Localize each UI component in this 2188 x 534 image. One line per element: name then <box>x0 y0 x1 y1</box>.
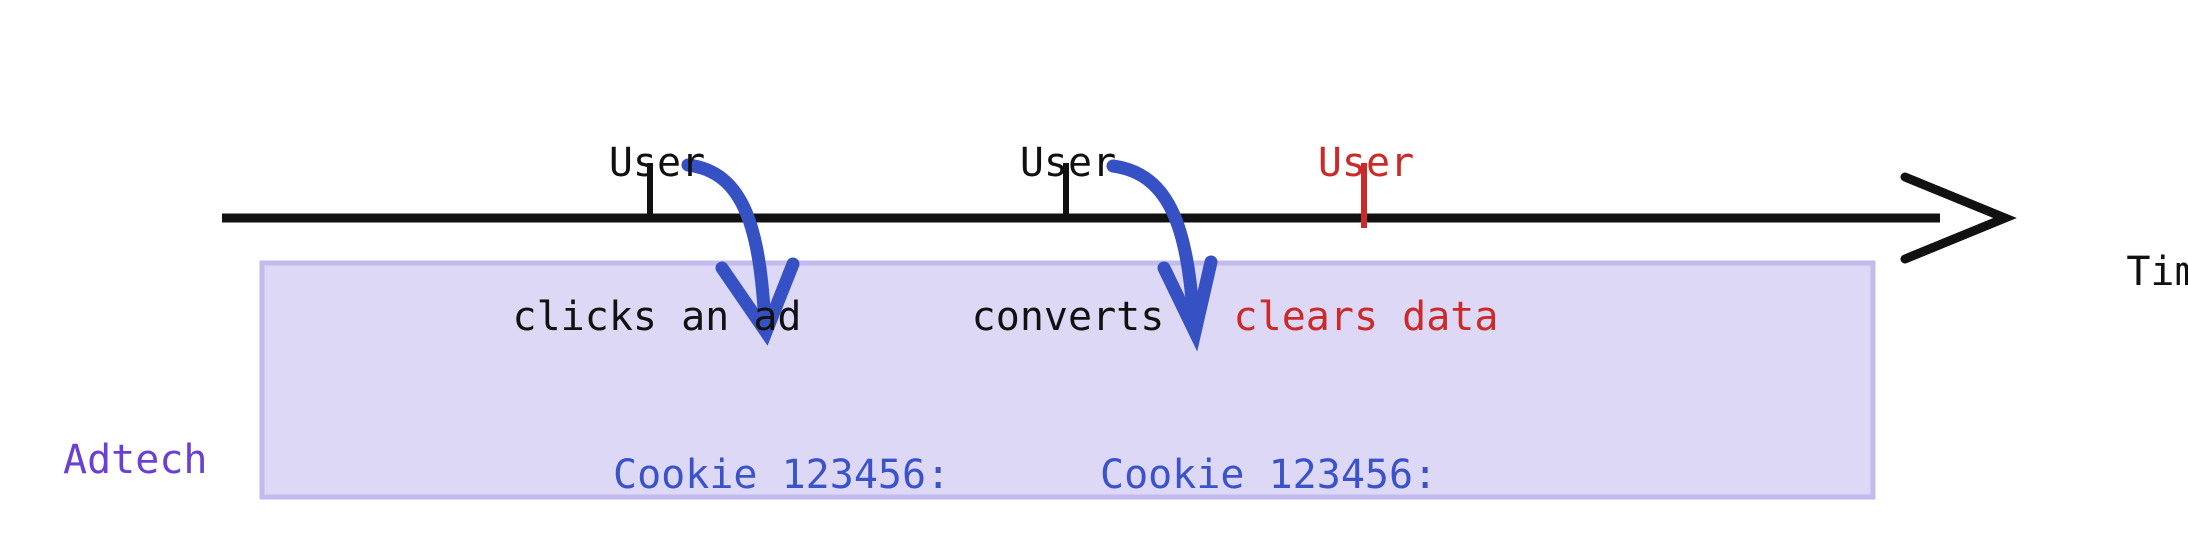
adtech-server-label-line1: Adtech <box>63 437 208 483</box>
event-label-conversion: User converts <box>972 36 1165 446</box>
conversion-to-log-arrow <box>1106 159 1201 332</box>
timeline-axis-label-text: Time <box>2126 249 2188 296</box>
event-label-conversion-line1: User <box>1019 140 1117 187</box>
adtech-server-box <box>259 260 1876 500</box>
log-entry-converted: Cookie 123456: Converted <box>1100 345 1437 534</box>
event-label-ad-click: User clicks an ad <box>513 36 802 446</box>
ad-click-to-log-arrow <box>681 158 772 332</box>
ad-click-arrowhead-icon <box>715 257 800 346</box>
event-label-ad-click-line2: clicks an ad <box>512 293 802 340</box>
event-label-ad-click-line1: User <box>608 140 706 187</box>
timeline-arrowhead-icon <box>1900 172 2017 264</box>
adtech-server-label: Adtech server <box>63 330 208 534</box>
event-label-clear-data: User clears data <box>1234 36 1499 446</box>
conversion-arrowhead-icon <box>1157 255 1218 352</box>
log-entry-ad-clicked-line1: Cookie 123456: <box>613 452 951 498</box>
log-entry-ad-clicked: Cookie 123456: Ad clicked <box>613 345 950 534</box>
event-label-clear-data-line1: User <box>1317 140 1415 187</box>
log-entry-converted-line1: Cookie 123456: <box>1100 452 1438 498</box>
event-label-conversion-line2: converts <box>971 293 1165 340</box>
event-label-clear-data-line2: clears data <box>1233 293 1499 340</box>
timeline-axis-label: Time <box>2030 196 2188 350</box>
